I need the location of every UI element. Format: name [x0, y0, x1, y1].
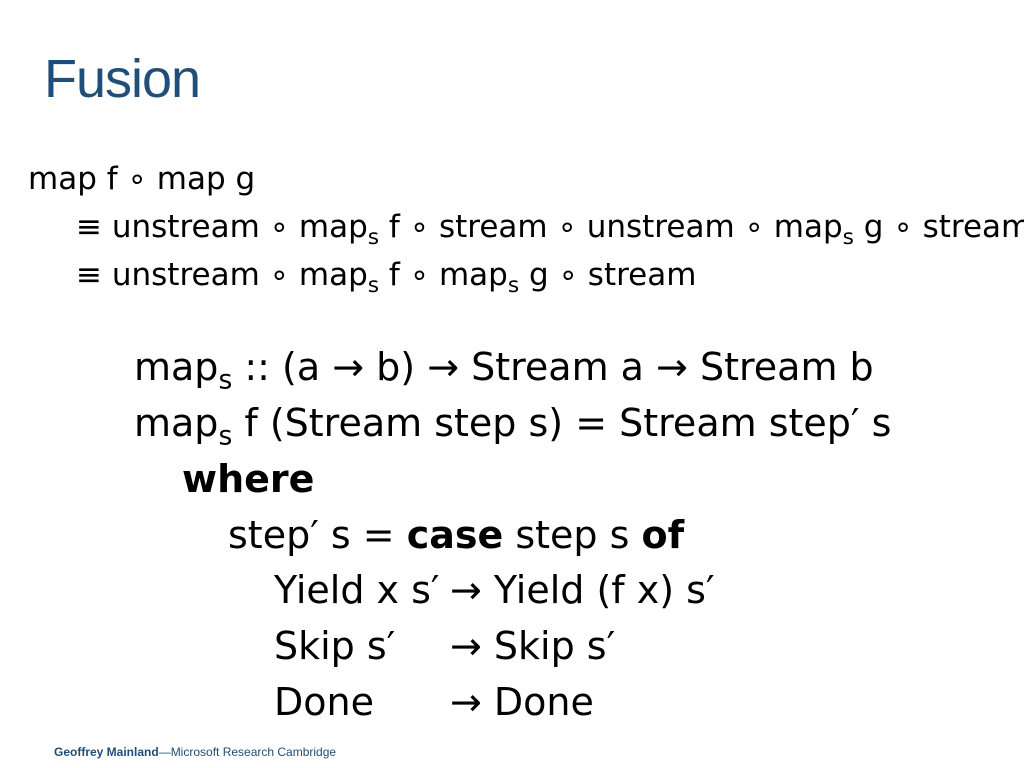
- step-lhs: step′ s =: [228, 513, 407, 557]
- subscript-s: s: [507, 272, 520, 298]
- slide-footer: Geoffrey Mainland—Microsoft Research Cam…: [54, 745, 336, 759]
- function-equation: maps f (Stream step s) = Stream step′ s: [134, 401, 891, 452]
- case-pattern: Skip s′: [274, 624, 396, 668]
- function-equation-rest: f (Stream step s) = Stream step′ s: [232, 401, 892, 445]
- slide-title: Fusion: [44, 49, 201, 109]
- type-signature: maps :: (a → b) → Stream a → Stream b: [134, 345, 874, 396]
- equiv-symbol: ≡: [76, 257, 102, 293]
- case-alternative: Done → Done: [274, 680, 594, 724]
- type-signature-rest: :: (a → b) → Stream a → Stream b: [232, 345, 874, 389]
- footer-author: Geoffrey Mainland: [54, 745, 159, 759]
- case-keyword: case: [406, 513, 504, 557]
- subscript-s: s: [367, 272, 380, 298]
- subscript-s: s: [218, 364, 233, 396]
- case-alternative: Skip s′ → Skip s′: [274, 624, 615, 668]
- case-alternative: Yield x s′→ Yield (f x) s′: [274, 568, 715, 612]
- function-name: map: [134, 401, 219, 445]
- footer-affiliation: —Microsoft Research Cambridge: [158, 745, 337, 759]
- case-result: → Yield (f x) s′: [450, 568, 715, 612]
- where-clause: where: [182, 457, 314, 501]
- subscript-s: s: [842, 224, 854, 250]
- fusion-step-1: ≡ unstream ∘ maps f ∘ stream ∘ unstream …: [76, 209, 1024, 250]
- fusion-step-1-part3: g ∘ stream: [853, 209, 1024, 245]
- equiv-symbol: ≡: [76, 209, 102, 245]
- case-result: → Done: [450, 680, 594, 724]
- subscript-s: s: [367, 224, 380, 250]
- fusion-expression: map f ∘ map g: [28, 161, 255, 197]
- fusion-step-2-part1: unstream ∘ map: [111, 257, 368, 293]
- fusion-step-2: ≡ unstream ∘ maps f ∘ maps g ∘ stream: [76, 257, 696, 298]
- case-pattern: Done: [274, 680, 374, 724]
- function-name: map: [134, 345, 219, 389]
- fusion-step-1-part1: unstream ∘ map: [111, 209, 368, 245]
- step-definition: step′ s = case step s of: [228, 513, 684, 557]
- of-keyword: of: [641, 513, 685, 557]
- fusion-step-2-part3: g ∘ stream: [519, 257, 697, 293]
- case-result: → Skip s′: [450, 624, 616, 668]
- case-pattern: Yield x s′: [274, 568, 440, 612]
- fusion-step-1-part2: f ∘ stream ∘ unstream ∘ map: [379, 209, 843, 245]
- where-keyword: where: [182, 457, 315, 501]
- fusion-expression-text: map f ∘ map g: [28, 161, 256, 197]
- step-scrutinee: step s: [503, 513, 642, 557]
- subscript-s: s: [218, 420, 233, 452]
- fusion-step-2-part2: f ∘ map: [379, 257, 508, 293]
